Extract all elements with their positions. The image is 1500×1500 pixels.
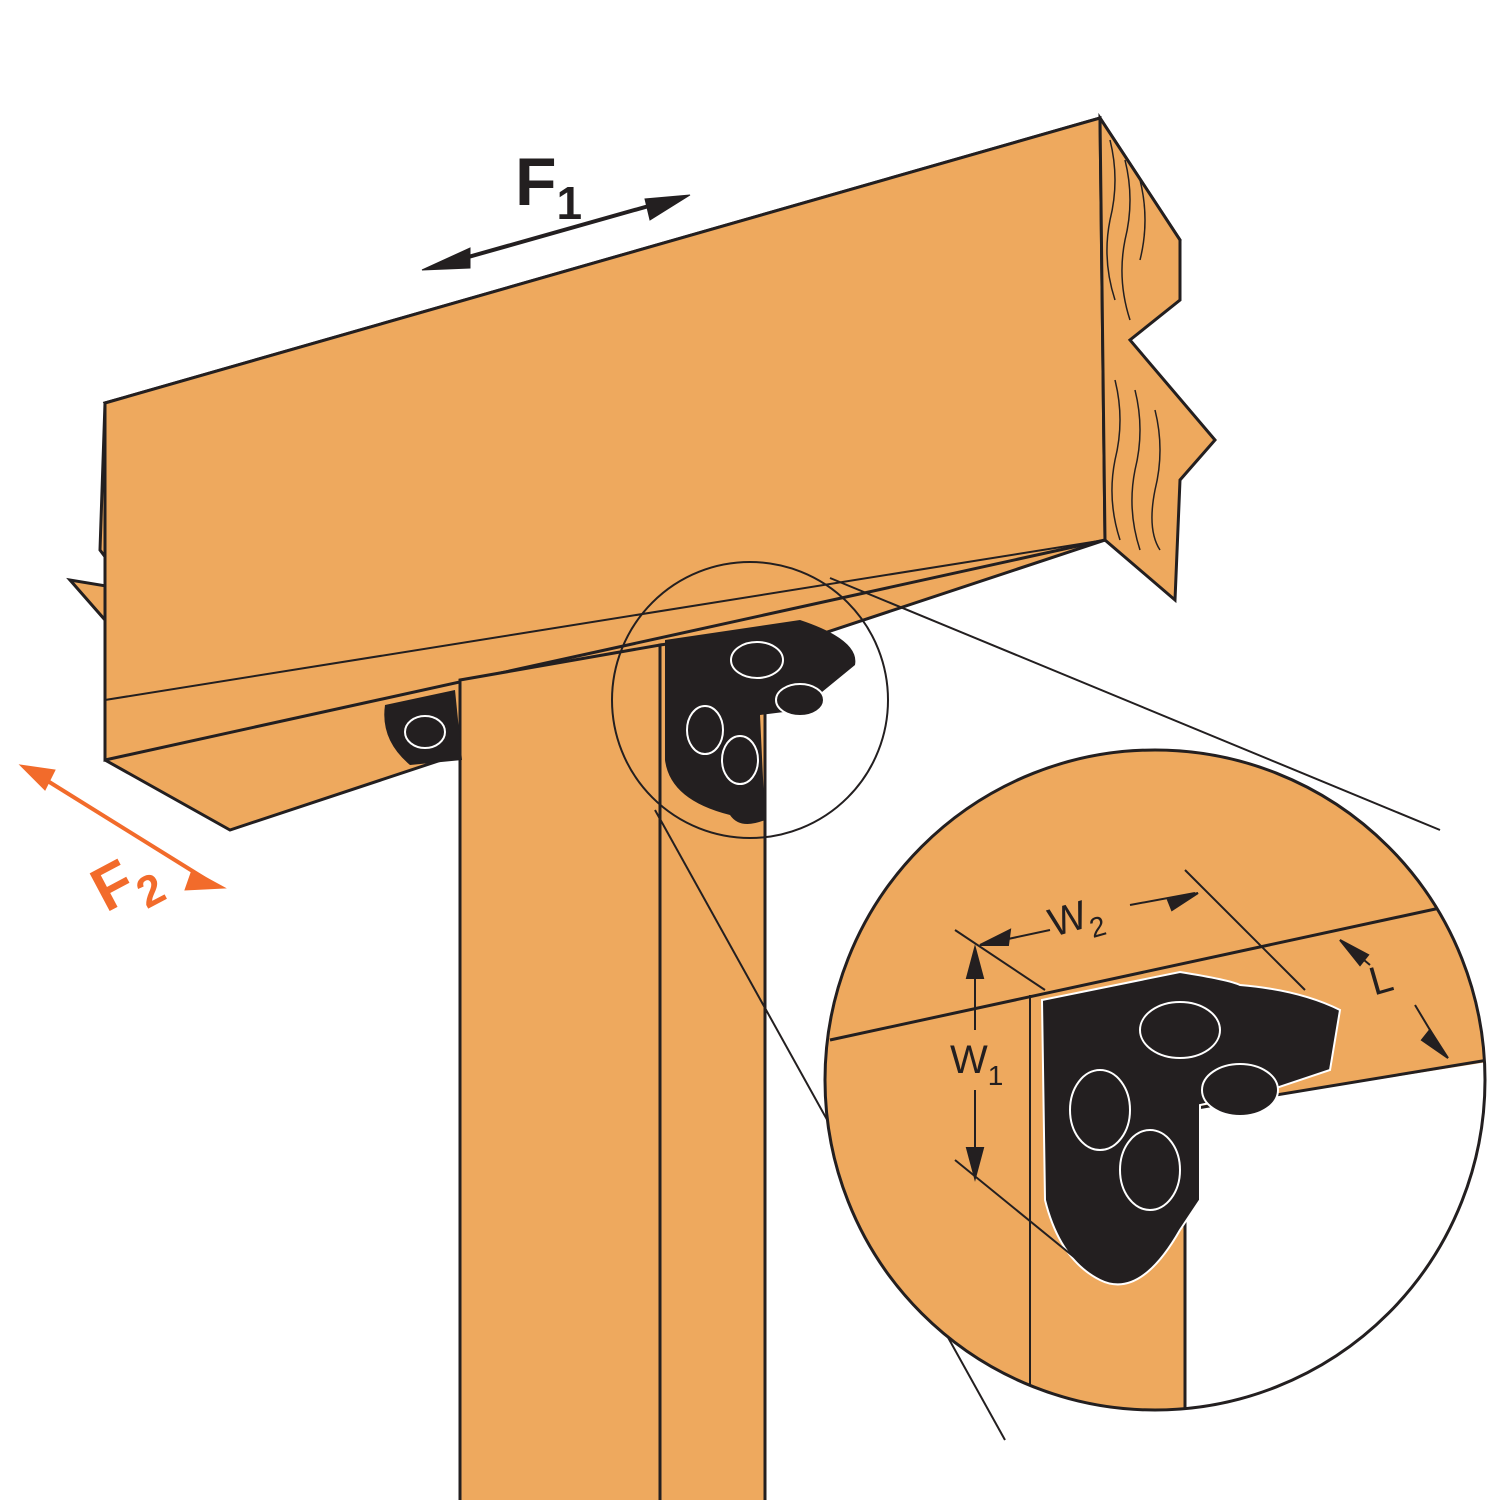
detail-source-circle [611,561,889,839]
post-front-face [458,643,662,1500]
force-1-label: F1 [515,144,583,229]
width-1-dimension-label: W1 [950,1038,1004,1091]
corner-bracket [665,620,856,824]
force-1-arrow [421,194,691,271]
wood-grain-lines [1106,139,1161,551]
detail-bracket [1040,970,1342,1286]
hex-bolts [404,641,825,785]
detail-magnifier-circle [823,748,1487,1412]
force-2-arrow [18,764,227,891]
beam-end-grain [1098,112,1217,604]
